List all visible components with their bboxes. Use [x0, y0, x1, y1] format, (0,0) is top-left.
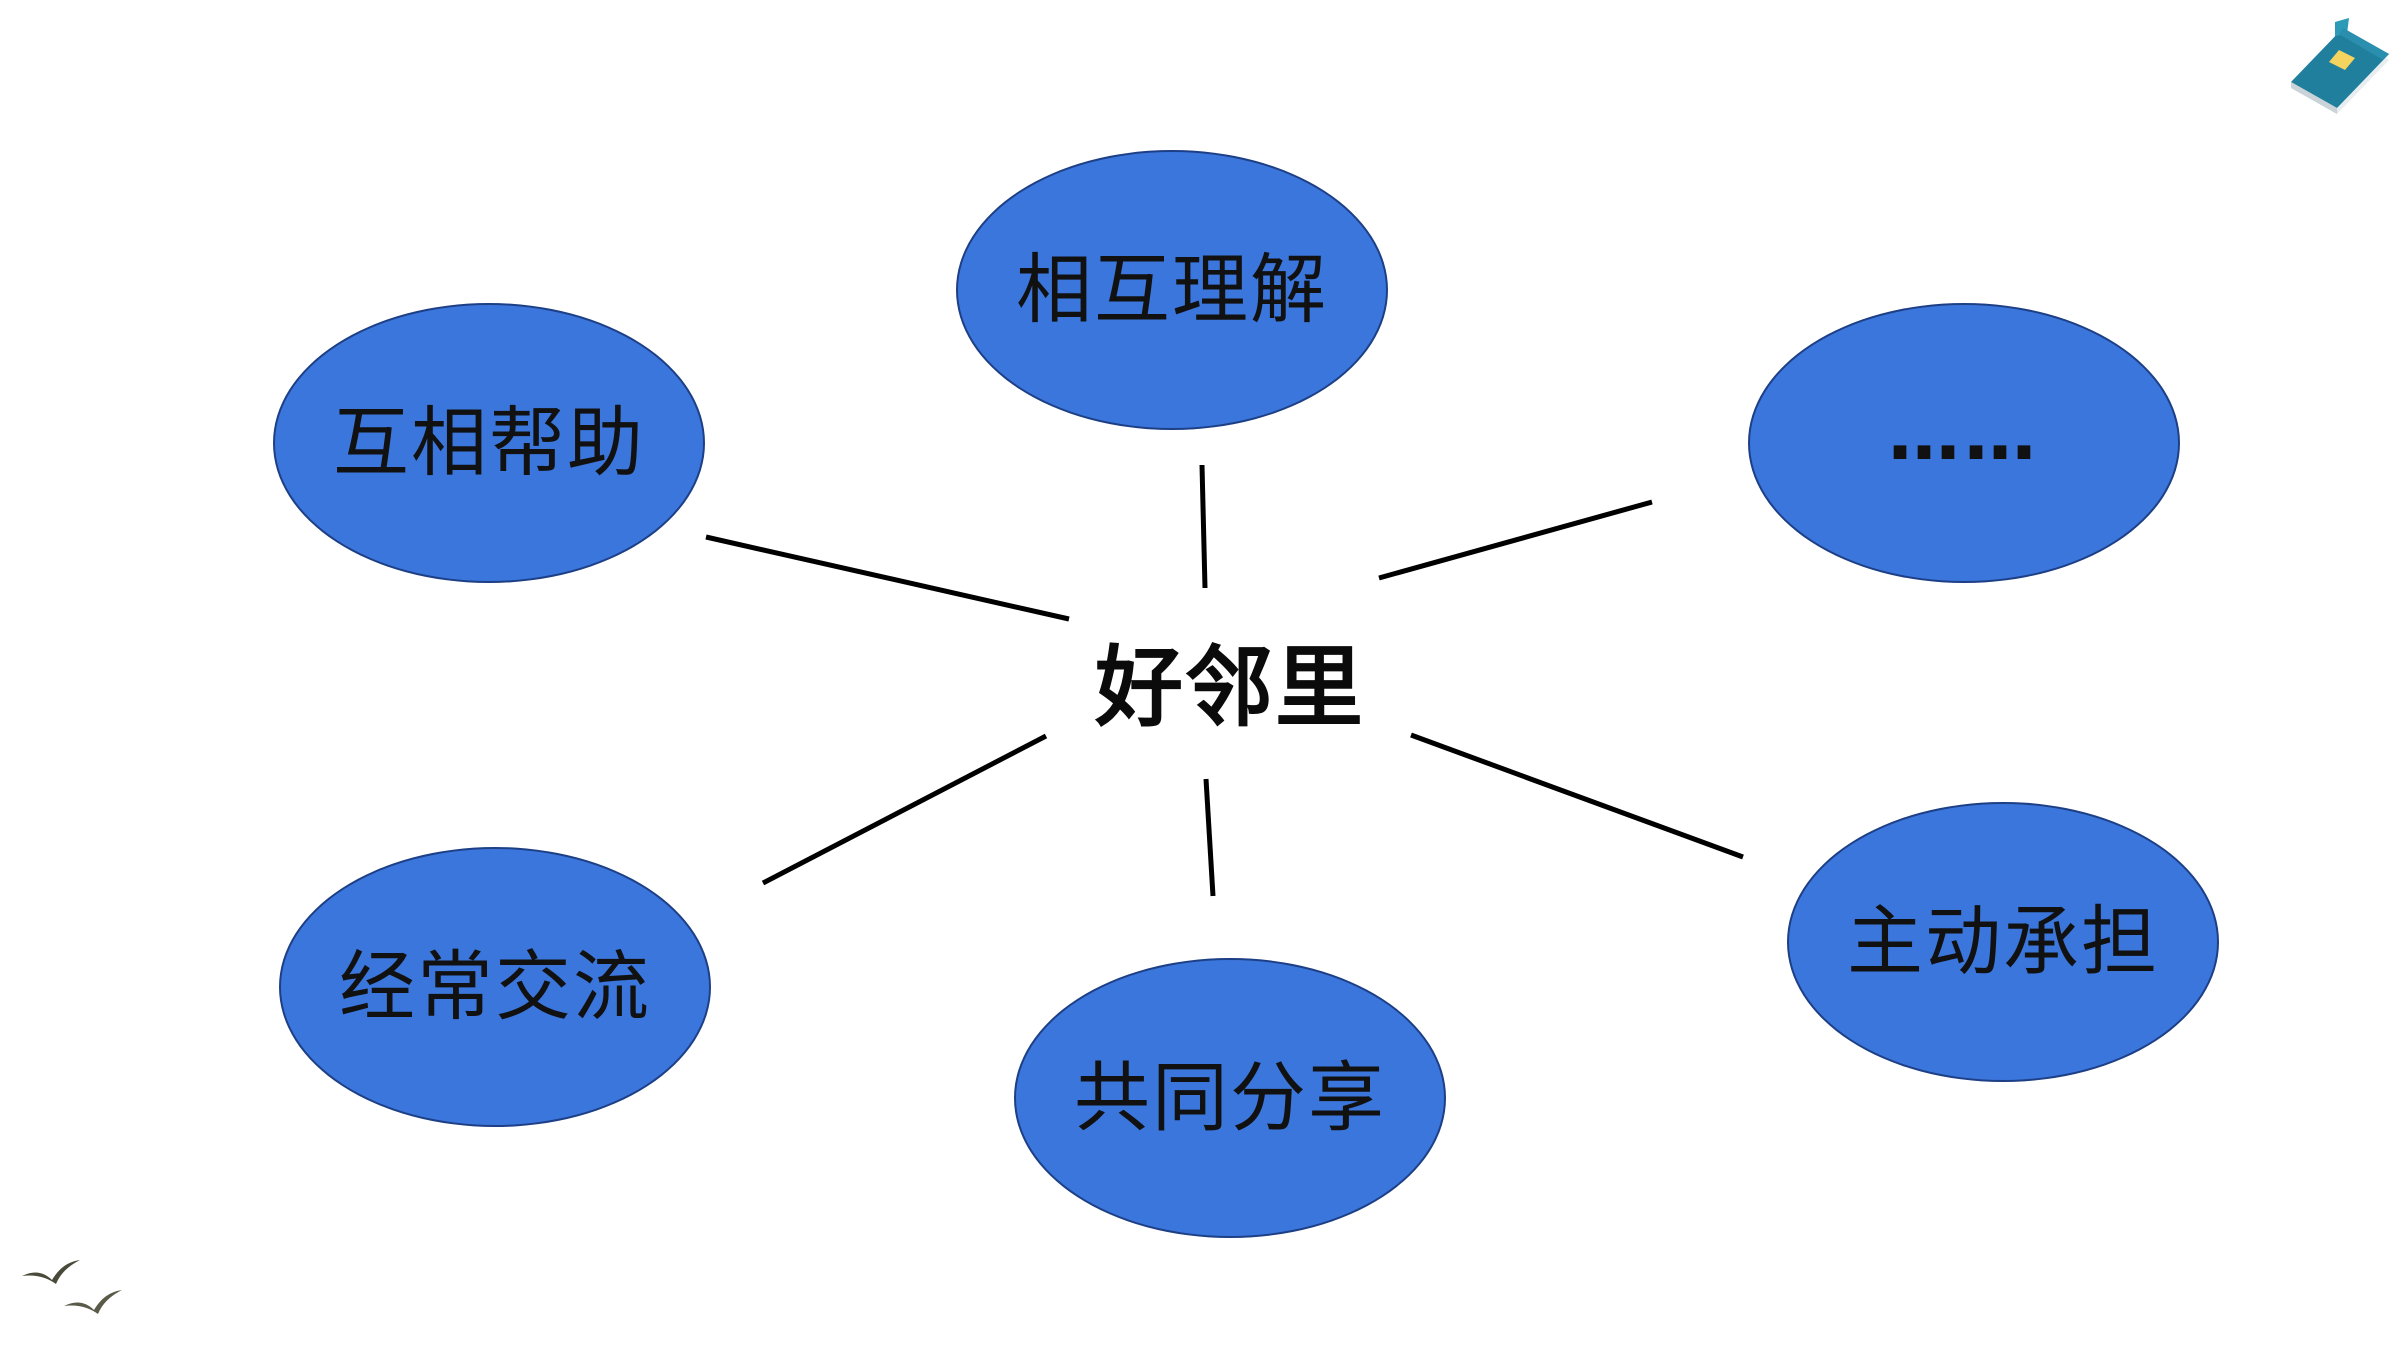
node-more: ……: [1748, 303, 2180, 583]
node-mutual-understanding: 相互理解: [956, 150, 1388, 430]
node-label: 相互理解: [1016, 245, 1328, 334]
center-topic: 好邻里: [1094, 635, 1365, 739]
connector-line-upper-right: [1378, 499, 1653, 581]
birds-icon: [22, 1260, 122, 1314]
connector-line-bottom: [1203, 778, 1216, 897]
node-frequent-communication: 经常交流: [279, 847, 711, 1127]
node-mutual-help: 互相帮助: [273, 303, 705, 583]
node-label: 共同分享: [1074, 1053, 1386, 1142]
book-icon: [2291, 18, 2389, 114]
connector-line-upper-left: [705, 534, 1070, 622]
node-take-responsibility: 主动承担: [1787, 802, 2219, 1082]
connector-line-lower-right: [1410, 732, 1744, 860]
node-label: 互相帮助: [333, 398, 645, 487]
node-label: ……: [1888, 392, 2040, 476]
connector-line-top: [1199, 464, 1208, 589]
node-label: 经常交流: [339, 942, 651, 1031]
node-label: 主动承担: [1847, 897, 2159, 986]
node-sharing-together: 共同分享: [1014, 958, 1446, 1238]
connector-line-lower-left: [761, 733, 1048, 886]
